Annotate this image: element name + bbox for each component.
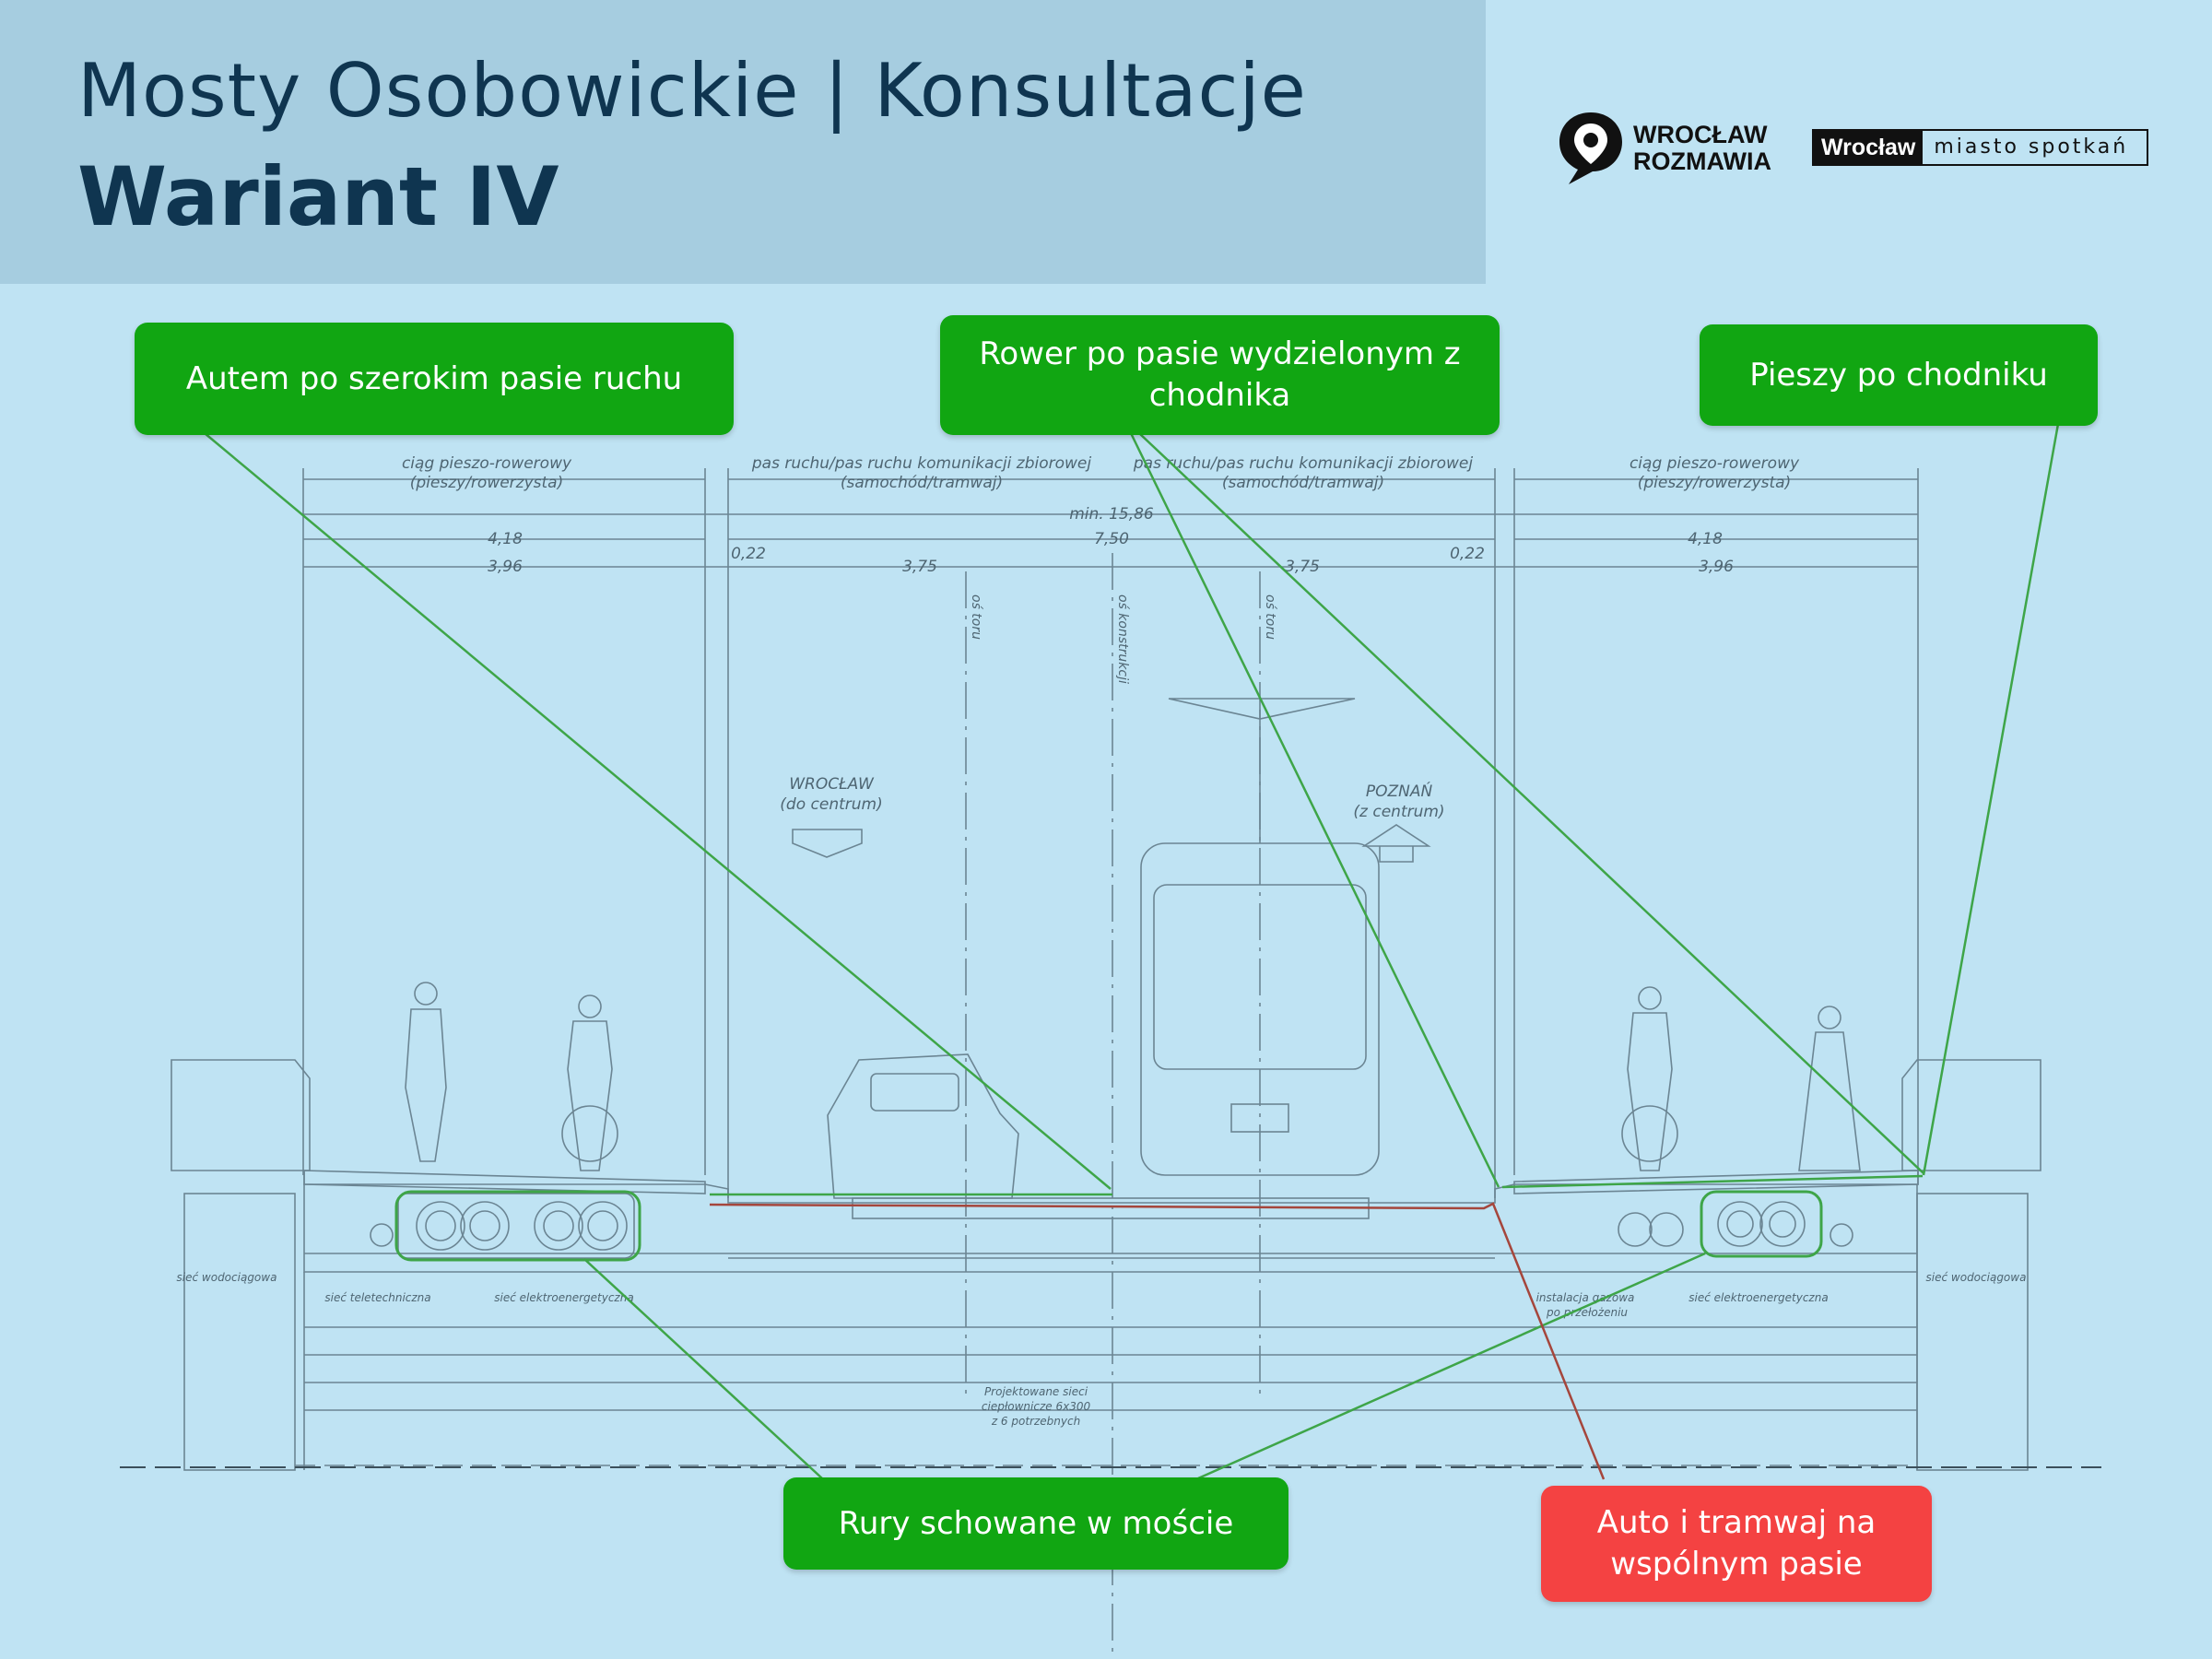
label-water-left: sieć wodociągowa [177, 1271, 277, 1284]
center-right-sub: (samochód/tramwaj) [1222, 474, 1384, 492]
label-gas: instalacja gazowa [1536, 1291, 1635, 1304]
dim-right-396: 3,96 [1699, 558, 1734, 576]
callout-pedestrian-text: Pieszy po chodniku [1749, 356, 2048, 394]
dim-right-418: 4,18 [1688, 530, 1723, 548]
leader-lines [204, 423, 2060, 1480]
wroclaw-brand-text: Wrocław [1814, 131, 1924, 164]
page-title: Mosty Osobowickie | Konsultacje [77, 48, 1307, 134]
axis-track-right: oś toru [1263, 594, 1277, 640]
speech-pin-icon [1559, 112, 1622, 184]
wroclaw-rozmawia-text: WROCŁAW ROZMAWIA [1633, 121, 1771, 175]
dim-left-418: 4,18 [488, 530, 523, 548]
callout-pipes: Rury schowane w moście [783, 1477, 1288, 1570]
axis-track-left: oś toru [969, 594, 983, 640]
label-telecom: sieć teletechniczna [324, 1291, 430, 1304]
dim-left-022: 0,22 [731, 545, 766, 563]
callout-car-lane-text: Autem po szerokim pasie ruchu [185, 359, 683, 397]
center-right-title: pas ruchu/pas ruchu komunikacji zbiorowe… [1133, 454, 1474, 473]
dim-center: 7,50 [1094, 530, 1129, 548]
center-left-title: pas ruchu/pas ruchu komunikacji zbiorowe… [751, 454, 1092, 473]
dim-lane-left: 3,75 [902, 558, 937, 576]
label-ducts-3: z 6 potrzebnych [991, 1415, 1080, 1428]
dir-left-city: WROCŁAW [789, 775, 875, 794]
left-sidewalk-sub: (pieszy/rowerzysta) [410, 474, 563, 492]
pipe-highlight-left [394, 1190, 641, 1262]
header-band: Mosty Osobowickie | Konsultacje Wariant … [0, 0, 1486, 284]
right-sidewalk-sub: (pieszy/rowerzysta) [1638, 474, 1791, 492]
dir-right-city: POZNAŃ [1366, 781, 1433, 801]
dir-left-note: (do centrum) [780, 795, 882, 814]
callout-shared-lane-text: Auto i tramwaj na wspólnym pasie [1596, 1504, 1877, 1583]
dim-left-396: 3,96 [488, 558, 523, 576]
label-power-right: sieć elektroenergetyczna [1688, 1291, 1828, 1304]
miasto-spotkan-text: miasto spotkań [1934, 135, 2129, 159]
callout-shared-lane: Auto i tramwaj na wspólnym pasie [1541, 1486, 1932, 1602]
callout-bike-lane: Rower po pasie wydzielonym z chodnika [940, 315, 1500, 435]
dim-lane-right: 3,75 [1285, 558, 1320, 576]
dim-right-022: 0,22 [1450, 545, 1485, 563]
axis-construction: oś konstrukcji [1115, 594, 1130, 684]
callout-pedestrian: Pieszy po chodniku [1700, 324, 2098, 426]
miasto-spotkan-logo: Wrocław miasto spotkań [1812, 129, 2149, 166]
dim-total: min. 15,86 [1069, 505, 1154, 524]
wroclaw-rozmawia-logo: WROCŁAW ROZMAWIA [1556, 109, 1771, 188]
shared-lane-leader [709, 1202, 1606, 1480]
right-sidewalk-title: ciąg pieszo-rowerowy [1630, 454, 1800, 473]
callout-car-lane: Autem po szerokim pasie ruchu [135, 323, 734, 435]
center-left-sub: (samochód/tramwaj) [841, 474, 1003, 492]
dir-right-note: (z centrum) [1353, 803, 1444, 821]
label-ducts-1: Projektowane sieci [984, 1385, 1088, 1398]
callout-pipes-text: Rury schowane w moście [838, 1504, 1234, 1542]
callout-bike-lane-text: Rower po pasie wydzielonym z chodnika [979, 335, 1461, 414]
label-water-right: sieć wodociągowa [1926, 1271, 2027, 1284]
label-ducts-2: ciepłownicze 6x300 [982, 1400, 1091, 1413]
page-subtitle: Wariant IV [77, 149, 559, 244]
label-power-left: sieć elektroenergetyczna [494, 1291, 633, 1304]
pipe-highlight-right [1700, 1190, 1823, 1258]
left-sidewalk-title: ciąg pieszo-rowerowy [402, 454, 572, 473]
label-gas-sub: po przełożeniu [1546, 1306, 1628, 1319]
